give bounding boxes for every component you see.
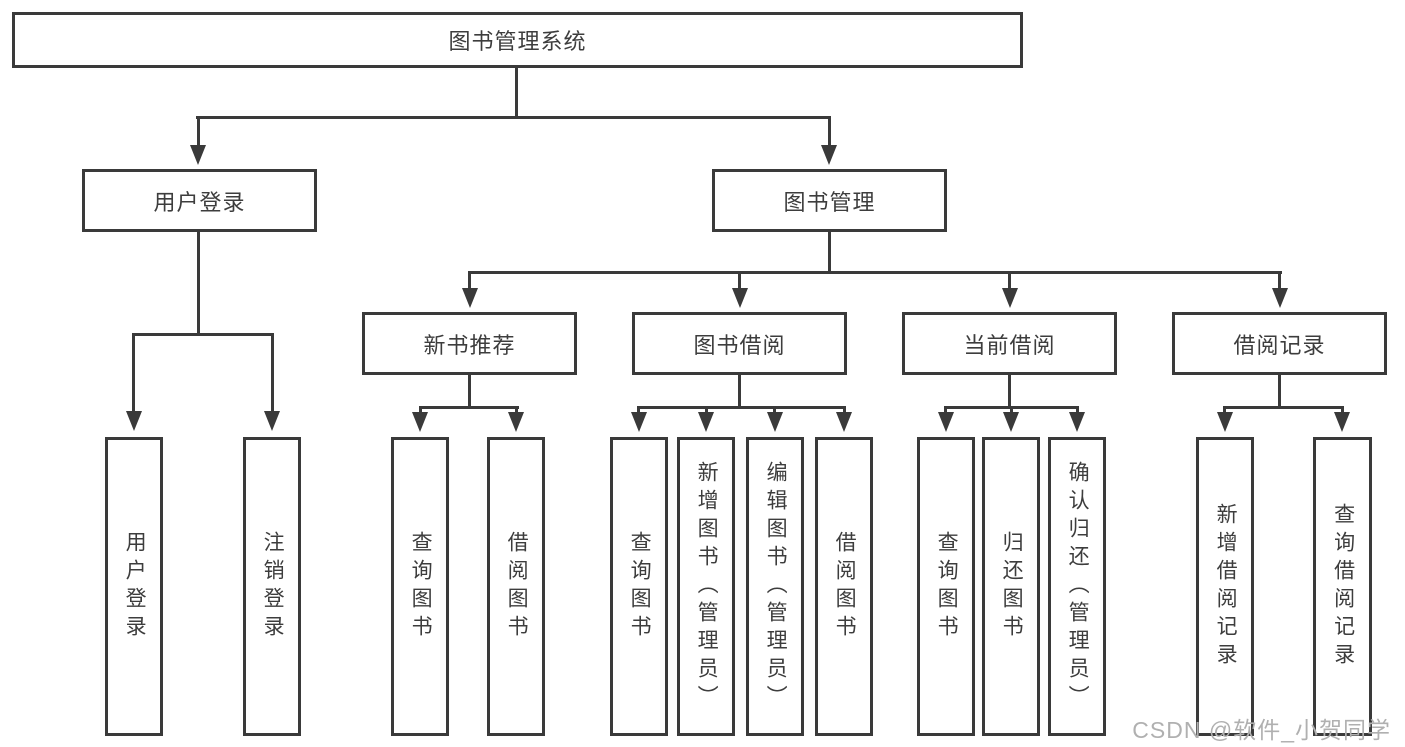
connector-line — [419, 406, 422, 414]
connector-line — [132, 333, 274, 336]
arrowhead-down-icon — [126, 411, 142, 431]
connector-line — [828, 116, 831, 148]
arrowhead-down-icon — [732, 288, 748, 308]
leaf-label: 查询图书 — [628, 530, 652, 643]
node-book-management: 图书管理 — [712, 169, 947, 232]
connector-line — [468, 271, 471, 291]
leaf-return-book: 归还图书 — [982, 437, 1040, 736]
arrowhead-down-icon — [412, 412, 428, 432]
arrowhead-down-icon — [767, 412, 783, 432]
leaf-add-book-admin: 新增图书（管理员） — [677, 437, 735, 736]
leaf-label: 归还图书 — [1000, 530, 1024, 643]
leaf-borrow-book: 借阅图书 — [815, 437, 873, 736]
arrowhead-down-icon — [938, 412, 954, 432]
arrowhead-down-icon — [698, 412, 714, 432]
arrowhead-down-icon — [1002, 288, 1018, 308]
node-root: 图书管理系统 — [12, 12, 1023, 68]
node-user-login: 用户登录 — [82, 169, 317, 232]
connector-line — [944, 406, 947, 414]
leaf-label: 确认归还（管理员） — [1066, 460, 1090, 713]
connector-line — [828, 230, 831, 274]
leaf-label: 新增借阅记录 — [1214, 502, 1238, 671]
arrowhead-down-icon — [1217, 412, 1233, 432]
leaf-label: 借阅图书 — [833, 530, 857, 643]
node-new-book-recommend: 新书推荐 — [362, 312, 577, 375]
connector-line — [738, 271, 741, 291]
leaf-add-borrow-record: 新增借阅记录 — [1196, 437, 1254, 736]
arrowhead-down-icon — [836, 412, 852, 432]
leaf-label: 查询图书 — [935, 530, 959, 643]
connector-line — [705, 406, 708, 414]
connector-line — [1008, 271, 1011, 291]
connector-line — [196, 116, 831, 119]
leaf-user-login: 用户登录 — [105, 437, 163, 736]
connector-line — [468, 271, 1282, 274]
connector-line — [515, 66, 518, 119]
leaf-label: 注销登录 — [261, 530, 285, 643]
arrowhead-down-icon — [1069, 412, 1085, 432]
watermark: CSDN @软件_小贺同学 — [1132, 717, 1391, 743]
connector-line — [1076, 406, 1079, 414]
connector-line — [1008, 373, 1011, 409]
arrowhead-down-icon — [264, 411, 280, 431]
connector-line — [1223, 406, 1344, 409]
leaf-query-book-borrow: 查询图书 — [610, 437, 668, 736]
connector-line — [1341, 406, 1344, 414]
connector-line — [1278, 271, 1281, 291]
leaf-label: 借阅图书 — [505, 530, 529, 643]
arrowhead-down-icon — [462, 288, 478, 308]
connector-line — [1223, 406, 1226, 414]
leaf-edit-book-admin: 编辑图书（管理员） — [746, 437, 804, 736]
connector-line — [637, 406, 846, 409]
connector-line — [738, 373, 741, 409]
connector-line — [637, 406, 640, 414]
connector-line — [468, 373, 471, 409]
leaf-query-book-recommend: 查询图书 — [391, 437, 449, 736]
leaf-label: 编辑图书（管理员） — [764, 460, 788, 713]
arrowhead-down-icon — [1334, 412, 1350, 432]
connector-line — [1278, 373, 1281, 409]
arrowhead-down-icon — [1003, 412, 1019, 432]
node-borrow-record: 借阅记录 — [1172, 312, 1387, 375]
arrowhead-down-icon — [190, 145, 206, 165]
leaf-query-book-current: 查询图书 — [917, 437, 975, 736]
arrowhead-down-icon — [1272, 288, 1288, 308]
arrowhead-down-icon — [631, 412, 647, 432]
node-current-borrow: 当前借阅 — [902, 312, 1117, 375]
connector-line — [271, 333, 274, 413]
leaf-label: 查询借阅记录 — [1331, 502, 1355, 671]
leaf-label: 查询图书 — [409, 530, 433, 643]
node-book-borrow: 图书借阅 — [632, 312, 847, 375]
arrowhead-down-icon — [508, 412, 524, 432]
connector-line — [132, 333, 135, 413]
leaf-borrow-book-recommend: 借阅图书 — [487, 437, 545, 736]
leaf-label: 新增图书（管理员） — [695, 460, 719, 713]
connector-line — [419, 406, 519, 409]
connector-line — [1010, 406, 1013, 414]
connector-line — [843, 406, 846, 414]
connector-line — [515, 406, 518, 414]
leaf-confirm-return-admin: 确认归还（管理员） — [1048, 437, 1106, 736]
arrowhead-down-icon — [821, 145, 837, 165]
connector-line — [773, 406, 776, 414]
leaf-label: 用户登录 — [123, 530, 147, 643]
leaf-logout-login: 注销登录 — [243, 437, 301, 736]
connector-line — [197, 230, 200, 336]
connector-line — [197, 116, 200, 148]
leaf-query-borrow-record: 查询借阅记录 — [1313, 437, 1372, 736]
